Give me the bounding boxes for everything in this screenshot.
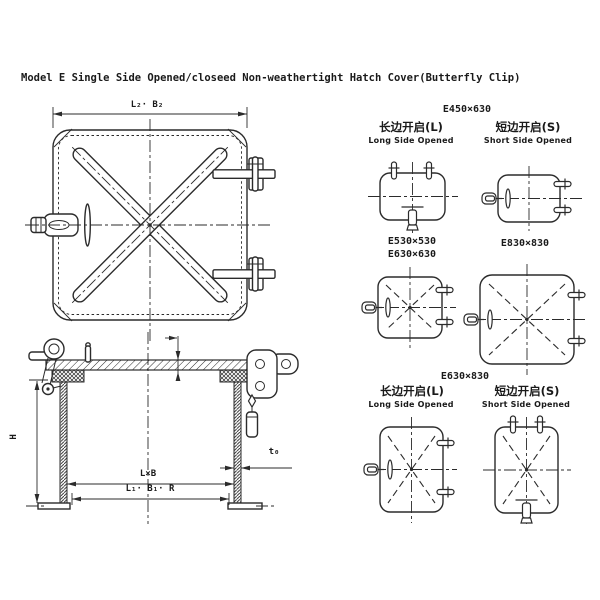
size-label-e630x630: E630×630 bbox=[387, 249, 437, 260]
coaming-wall bbox=[233, 381, 242, 504]
dim-clear-opening bbox=[67, 481, 234, 487]
dim-inner-opening bbox=[71, 493, 230, 505]
diagram-530-630-square bbox=[361, 267, 456, 348]
diagram-630x830-long bbox=[363, 417, 457, 523]
dim-height bbox=[29, 379, 48, 503]
dim-label-h: H bbox=[8, 434, 19, 440]
label-short-side-cn: 短边开启(S) bbox=[495, 120, 561, 134]
drawing-title: Model E Single Side Opened/closeed Non-w… bbox=[21, 72, 521, 84]
butterfly-clip-icon bbox=[463, 309, 493, 330]
label-short-side-cn: 短边开启(S) bbox=[494, 384, 560, 398]
dim-wall-thickness bbox=[220, 465, 292, 471]
diagram-630x830-short bbox=[483, 415, 571, 524]
section-view-drawing bbox=[26, 332, 299, 524]
top-view-drawing bbox=[25, 107, 276, 341]
label-short-side-en: Short Side Opened bbox=[481, 400, 571, 409]
label-long-side-en: Long Side Opened bbox=[368, 136, 454, 145]
label-long-side-cn: 长边开启(L) bbox=[379, 120, 443, 134]
dim-label-l1b1r: L₁· B₁· R bbox=[125, 484, 175, 494]
diagram-830-square bbox=[463, 264, 588, 375]
cover-plate bbox=[45, 359, 253, 371]
coaming-wall bbox=[59, 381, 68, 504]
size-label-e630x830: E630×830 bbox=[440, 371, 490, 382]
diagram-450-long bbox=[368, 161, 458, 233]
hanging-clip-icon bbox=[245, 393, 259, 438]
dim-label-l2b2: L₂· B₂ bbox=[130, 100, 164, 110]
dim-top-width bbox=[52, 107, 248, 128]
size-label-e450x630: E450×630 bbox=[442, 104, 492, 115]
corner-ticks bbox=[53, 128, 247, 322]
gasket-block bbox=[51, 369, 85, 383]
cover-pin-icon bbox=[84, 342, 92, 363]
butterfly-clip-icon bbox=[481, 188, 511, 209]
butterfly-clip-icon bbox=[361, 297, 391, 318]
dim-label-lxb: L×B bbox=[139, 469, 157, 479]
diagram-450-short bbox=[481, 166, 584, 231]
size-label-e830x830: E830×830 bbox=[500, 238, 550, 249]
label-long-side-en: Long Side Opened bbox=[368, 400, 454, 409]
label-short-side-en: Short Side Opened bbox=[483, 136, 573, 145]
dim-label-t0: t₀ bbox=[268, 447, 280, 457]
hinge-bracket-icon bbox=[246, 349, 299, 399]
label-long-side-cn: 长边开启(L) bbox=[380, 384, 444, 398]
butterfly-clip-icon bbox=[363, 459, 393, 480]
size-label-e530x530: E530×530 bbox=[387, 236, 437, 247]
dim-plate-thickness bbox=[165, 335, 181, 381]
lifting-eye-icon bbox=[28, 338, 65, 396]
